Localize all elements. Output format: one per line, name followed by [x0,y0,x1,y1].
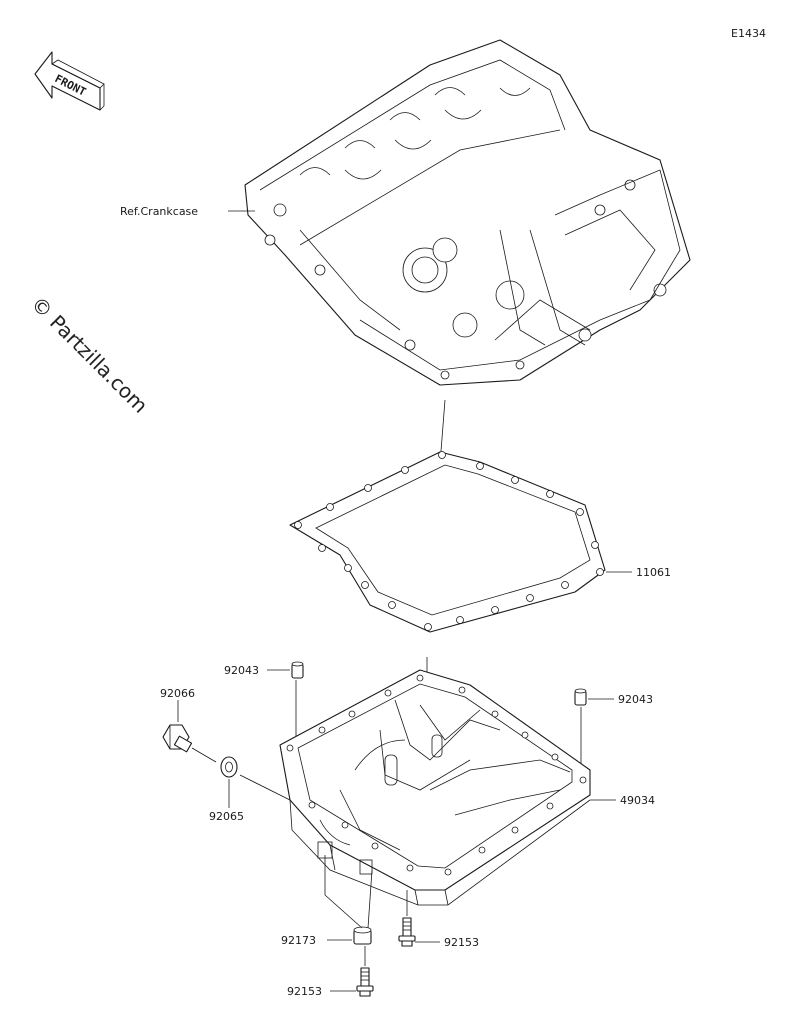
dowel-pin-right [574,688,587,706]
diagram-code: E1434 [731,27,766,40]
watermark: © Partzilla.com [26,292,152,418]
label-ref-crankcase: Ref.Crankcase [120,205,198,218]
oil-pan [279,669,591,906]
label-bolt-right: 92153 [444,936,479,949]
flange-bolt-bottom [356,967,374,997]
label-collar: 92173 [281,934,316,947]
drain-washer [220,756,238,778]
drain-plug [162,724,193,753]
label-oil-pan: 49034 [620,794,655,807]
front-arrow-icon: FRONT [34,51,105,111]
label-bolt-bottom: 92153 [287,985,322,998]
label-drain-washer: 92065 [209,810,244,823]
label-drain-plug: 92066 [160,687,195,700]
dowel-pin-left [291,661,304,679]
flange-bolt-right [398,917,416,947]
collar [353,926,372,945]
label-pin-left: 92043 [224,664,259,677]
oil-pan-gasket [289,451,606,633]
label-gasket: 11061 [636,566,671,579]
crankcase-drawing [244,39,691,386]
label-pin-right: 92043 [618,693,653,706]
